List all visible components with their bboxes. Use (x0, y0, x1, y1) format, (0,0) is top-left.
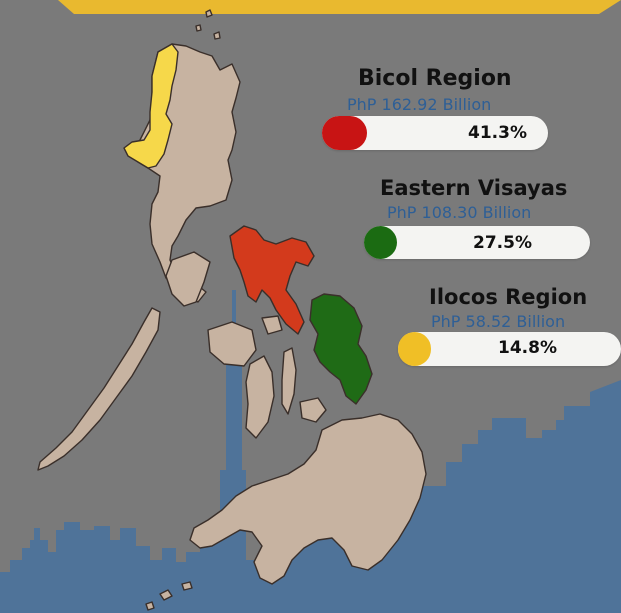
region-percent: 41.3% (468, 123, 527, 143)
region-percent: 14.8% (498, 338, 557, 358)
percent-bar-fill (398, 332, 431, 366)
top-banner (58, 0, 621, 14)
percent-bar (364, 226, 590, 259)
philippines-map (37, 9, 427, 611)
ilocos-region (123, 43, 179, 169)
region-name: Bicol Region (358, 66, 512, 91)
mindanao-island (189, 413, 427, 585)
city-skyline (0, 290, 621, 613)
sulu-islands (145, 581, 193, 611)
percent-bar-fill (322, 116, 367, 150)
region-name: Ilocos Region (429, 285, 588, 309)
region-percent: 27.5% (473, 233, 532, 253)
percent-bar (322, 116, 548, 150)
bohol-island (299, 397, 327, 423)
region-amount: PhP 58.52 Billion (431, 312, 566, 331)
eastern-visayas-region (309, 293, 373, 405)
region-amount: PhP 162.92 Billion (347, 95, 492, 114)
percent-bar (398, 332, 621, 366)
bicol-region (229, 225, 315, 335)
masbate-island (261, 315, 283, 335)
percent-bar-fill (364, 226, 397, 259)
region-amount: PhP 108.30 Billion (387, 203, 532, 222)
region-name: Eastern Visayas (380, 176, 568, 200)
panay-island (207, 321, 257, 367)
negros-island (245, 355, 275, 439)
batanes-islets (195, 9, 221, 40)
mindoro-island (165, 251, 211, 307)
cebu-island (281, 347, 297, 415)
palawan-island (37, 307, 161, 471)
